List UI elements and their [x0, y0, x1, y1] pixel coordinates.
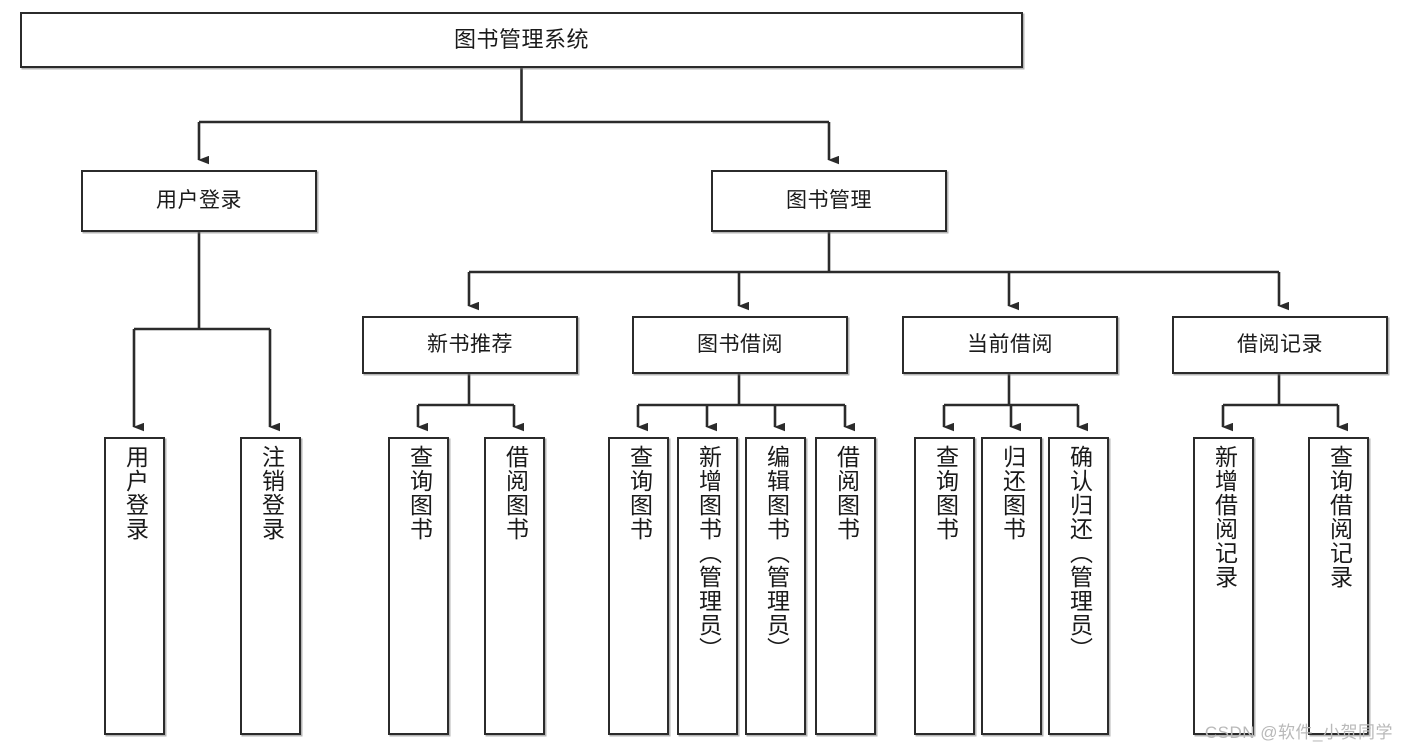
- node-label: 新书推荐: [427, 332, 513, 356]
- node-label: 编辑图书（管理员）: [763, 445, 790, 661]
- node-user-login[interactable]: 用户登录: [81, 170, 317, 232]
- leaf-current-query-book[interactable]: 查询图书: [914, 437, 975, 735]
- node-label: 查询图书: [406, 445, 433, 541]
- node-label: 确认归还（管理员）: [1066, 445, 1093, 661]
- node-label: 新增图书（管理员）: [695, 445, 722, 661]
- node-current-borrow[interactable]: 当前借阅: [902, 316, 1118, 374]
- node-label: 图书管理: [786, 188, 872, 212]
- node-label: 查询借阅记录: [1326, 445, 1353, 589]
- node-root-book-management-system[interactable]: 图书管理系统: [20, 12, 1023, 68]
- node-label: 新增借阅记录: [1211, 445, 1238, 589]
- leaf-borrow-query-book[interactable]: 查询图书: [608, 437, 669, 735]
- node-label: 查询图书: [626, 445, 653, 541]
- node-new-book-recommendation[interactable]: 新书推荐: [362, 316, 578, 374]
- node-book-management[interactable]: 图书管理: [711, 170, 947, 232]
- node-label: 用户登录: [122, 445, 149, 541]
- node-label: 归还图书: [999, 445, 1026, 541]
- node-label: 当前借阅: [967, 332, 1053, 356]
- node-label: 借阅记录: [1237, 332, 1323, 356]
- node-label: 查询图书: [932, 445, 959, 541]
- leaf-borrow-add-book-admin[interactable]: 新增图书（管理员）: [677, 437, 738, 735]
- node-label: 注销登录: [258, 445, 285, 541]
- node-borrow-record[interactable]: 借阅记录: [1172, 316, 1388, 374]
- node-label: 用户登录: [156, 188, 242, 212]
- leaf-user-logout[interactable]: 注销登录: [240, 437, 301, 735]
- leaf-user-login[interactable]: 用户登录: [104, 437, 165, 735]
- node-label: 图书管理系统: [453, 27, 589, 53]
- node-label: 借阅图书: [502, 445, 529, 541]
- leaf-borrow-borrow-book[interactable]: 借阅图书: [815, 437, 876, 735]
- csdn-watermark: CSDN @软件_小贺同学: [1204, 723, 1393, 742]
- node-label: 借阅图书: [833, 445, 860, 541]
- leaf-current-return-book[interactable]: 归还图书: [981, 437, 1042, 735]
- leaf-borrow-edit-book-admin[interactable]: 编辑图书（管理员）: [745, 437, 806, 735]
- node-label: 图书借阅: [697, 332, 783, 356]
- leaf-current-confirm-return-admin[interactable]: 确认归还（管理员）: [1048, 437, 1109, 735]
- leaf-record-query-borrow-record[interactable]: 查询借阅记录: [1308, 437, 1369, 735]
- leaf-recommendation-query-book[interactable]: 查询图书: [388, 437, 449, 735]
- leaf-recommendation-borrow-book[interactable]: 借阅图书: [484, 437, 545, 735]
- node-book-borrow[interactable]: 图书借阅: [632, 316, 848, 374]
- leaf-record-add-borrow-record[interactable]: 新增借阅记录: [1193, 437, 1254, 735]
